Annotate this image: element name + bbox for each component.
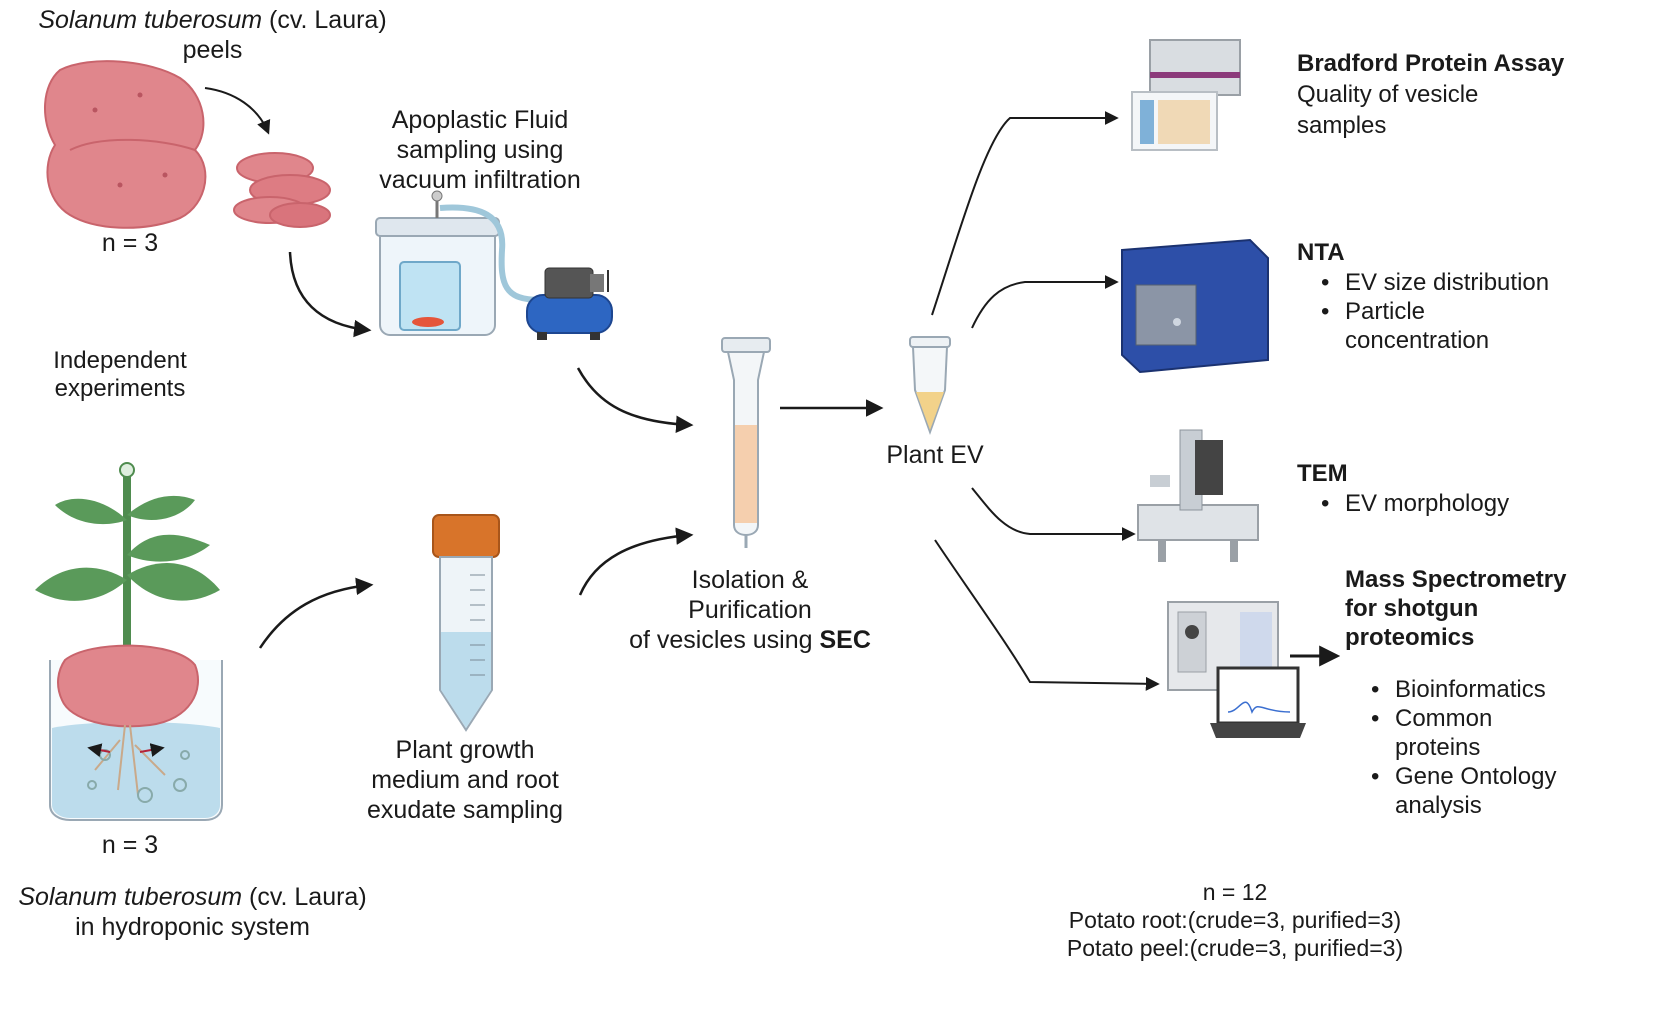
arrow-plant-to-tube xyxy=(258,577,374,649)
tem-microscope-icon xyxy=(1137,429,1259,562)
totals-peel: Potato peel:(crude=3, purified=3) xyxy=(1066,935,1404,961)
arrow-potato-to-peel xyxy=(204,87,271,135)
independent-label: Independent experiments xyxy=(53,347,187,402)
arrow-jar-to-column xyxy=(576,367,694,434)
ms-bullets: Bioinformatics Common proteins Gene Onto… xyxy=(1363,675,1556,820)
isolation-label: Isolation & Purification of vesicles usi… xyxy=(629,566,871,654)
laptop-icon xyxy=(1210,666,1306,738)
peel-species: Solanum tuberosum xyxy=(38,6,263,34)
arrow-ev-to-ms xyxy=(934,539,1160,691)
totals-n: n = 12 xyxy=(1202,879,1268,905)
peel-n: n = 3 xyxy=(101,229,159,257)
ev-tube-icon xyxy=(909,336,951,435)
plant-ev-label: Plant EV xyxy=(886,441,984,469)
potato-peel-slices-icon xyxy=(233,152,331,228)
nta-instrument-icon xyxy=(1121,238,1269,374)
hydro-n: n = 3 xyxy=(101,831,159,859)
tem-block: TEM EV morphology xyxy=(1297,459,1509,518)
ms-bullet-common: Common xyxy=(1363,704,1556,733)
hydroponic-plant-icon xyxy=(35,462,223,821)
totals-block: n = 12 Potato root:(crude=3, purified=3)… xyxy=(1040,878,1430,962)
nta-bullet-particle: Particle xyxy=(1313,297,1549,326)
arrow-ev-to-tem xyxy=(971,487,1136,541)
falcon-tube-icon xyxy=(432,514,500,732)
ms-bullet-bioinformatics: Bioinformatics xyxy=(1363,675,1556,704)
bradford-block: Bradford Protein Assay Quality of vesicl… xyxy=(1297,50,1565,139)
vacuum-jar-icon xyxy=(375,190,541,336)
sec-column-icon xyxy=(721,337,771,548)
plate-reader-icon xyxy=(1131,39,1241,151)
vacuum-pump-icon xyxy=(526,267,613,340)
nta-title: NTA xyxy=(1297,239,1345,266)
nta-block: NTA EV size distribution Particle concen… xyxy=(1297,238,1549,355)
arrow-ev-to-bradford xyxy=(931,111,1119,316)
nta-bullet-cont: concentration xyxy=(1345,327,1490,354)
ms-bullet-go: Gene Ontology xyxy=(1363,762,1556,791)
bradford-title: Bradford Protein Assay xyxy=(1297,50,1565,77)
totals-root: Potato root:(crude=3, purified=3) xyxy=(1068,907,1402,933)
arrow-tube-to-column xyxy=(578,527,694,596)
tem-title: TEM xyxy=(1297,460,1348,487)
arrow-ev-to-nta xyxy=(971,275,1119,329)
potato-icon xyxy=(44,60,207,229)
nta-bullet-size: EV size distribution xyxy=(1313,268,1549,297)
tem-bullet-morphology: EV morphology xyxy=(1313,489,1509,518)
arrow-peel-to-jar xyxy=(288,251,372,338)
hydro-title: Solanum tuberosum (cv. Laura) in hydropo… xyxy=(18,883,367,941)
peel-cultivar: (cv. Laura) xyxy=(262,6,387,34)
peel-label: peels xyxy=(182,36,243,64)
medium-label: Plant growth medium and root exudate sam… xyxy=(367,736,563,824)
peel-title: Solanum tuberosum (cv. Laura) peels xyxy=(20,5,405,65)
ms-title: Mass Spectrometry for shotgun proteomics xyxy=(1345,566,1567,651)
apoplastic-label: Apoplastic Fluid sampling using vacuum i… xyxy=(379,106,581,194)
